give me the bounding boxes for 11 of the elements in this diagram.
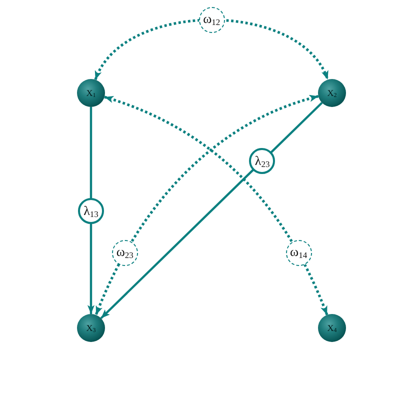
sphere-node: X$_{2}$ [318,79,346,107]
edge-label: λ$_{13}$ [78,198,104,224]
edge-label: ω$_{12}$ [198,6,225,33]
sphere-node: X$_{4}$ [318,314,346,342]
sphere-node: X$_{3}$ [77,314,105,342]
dotted-double-arrow [94,18,329,80]
arrow [87,107,95,314]
sphere-node: X$_{1}$ [77,79,105,107]
edge-label: ω$_{23}$ [112,240,138,266]
edge-label: λ$_{23}$ [249,148,276,174]
edge-label: ω$_{14}$ [286,240,312,266]
